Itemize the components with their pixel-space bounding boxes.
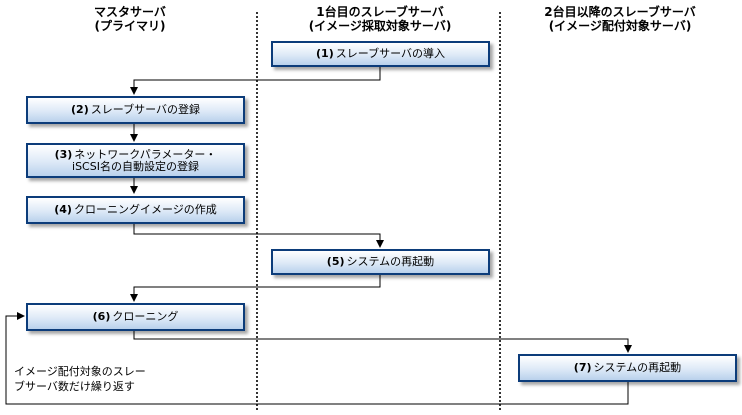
step-4-box[interactable]: (4)クローニングイメージの作成 xyxy=(26,196,245,224)
step-7-box[interactable]: (7)システムの再起動 xyxy=(518,354,737,382)
step-2-label: スレーブサーバの登録 xyxy=(90,103,200,116)
step-5-number: (5) xyxy=(326,255,345,268)
column-header-other-slaves-line1: 2台目以降のスレーブサーバ xyxy=(544,5,696,19)
connector-4-to-5 xyxy=(133,224,384,248)
loop-note-line1: イメージ配付対象のスレー xyxy=(14,365,146,378)
step-4-number: (4) xyxy=(54,203,72,216)
column-header-first-slave-line1: 1台目のスレーブサーバ xyxy=(316,5,444,19)
step-3-label-line2: iSCSI名の自動設定の登録 xyxy=(72,159,199,173)
step-3-label-line1: ネットワークパラメーター・ xyxy=(74,147,217,161)
step-2-number: (2) xyxy=(71,103,89,116)
connector-6-to-7 xyxy=(133,331,632,353)
step-4-label: クローニングイメージの作成 xyxy=(73,203,217,216)
step-6-number: (6) xyxy=(92,310,111,323)
column-header-first-slave-line2: (イメージ採取対象サーバ) xyxy=(308,19,452,33)
step-1-number: (1) xyxy=(316,47,334,60)
column-header-master-line2: (プライマリ) xyxy=(94,19,166,33)
step-1-box[interactable]: (1)スレーブサーバの導入 xyxy=(271,41,490,67)
column-header-master: マスタサーバ (プライマリ) xyxy=(40,5,220,33)
column-header-other-slaves: 2台目以降のスレーブサーバ (イメージ配付対象サーバ) xyxy=(510,5,730,33)
step-6-box[interactable]: (6)クローニング xyxy=(26,303,245,331)
step-1-label: スレーブサーバの導入 xyxy=(335,47,445,60)
step-7-label: システムの再起動 xyxy=(593,361,682,374)
column-header-master-line1: マスタサーバ xyxy=(94,5,166,19)
loop-note-line2: ブサーバ数だけ繰り返す xyxy=(14,380,135,393)
step-2-box[interactable]: (2)スレーブサーバの登録 xyxy=(26,96,245,124)
connector-1-to-2 xyxy=(130,67,381,95)
step-5-label: システムの再起動 xyxy=(346,255,435,268)
column-header-other-slaves-line2: (イメージ配付対象サーバ) xyxy=(548,19,692,33)
step-6-label: クローニング xyxy=(112,310,179,323)
loop-note: イメージ配付対象のスレー ブサーバ数だけ繰り返す xyxy=(14,364,146,394)
step-3-number: (3) xyxy=(54,147,73,161)
connector-5-to-6 xyxy=(130,275,381,302)
step-5-box[interactable]: (5)システムの再起動 xyxy=(271,249,490,275)
column-header-first-slave: 1台目のスレーブサーバ (イメージ採取対象サーバ) xyxy=(280,5,480,33)
step-3-box[interactable]: (3)ネットワークパラメーター・ iSCSI名の自動設定の登録 xyxy=(26,143,245,178)
step-7-number: (7) xyxy=(573,361,592,374)
connector-loop-back xyxy=(5,312,629,405)
